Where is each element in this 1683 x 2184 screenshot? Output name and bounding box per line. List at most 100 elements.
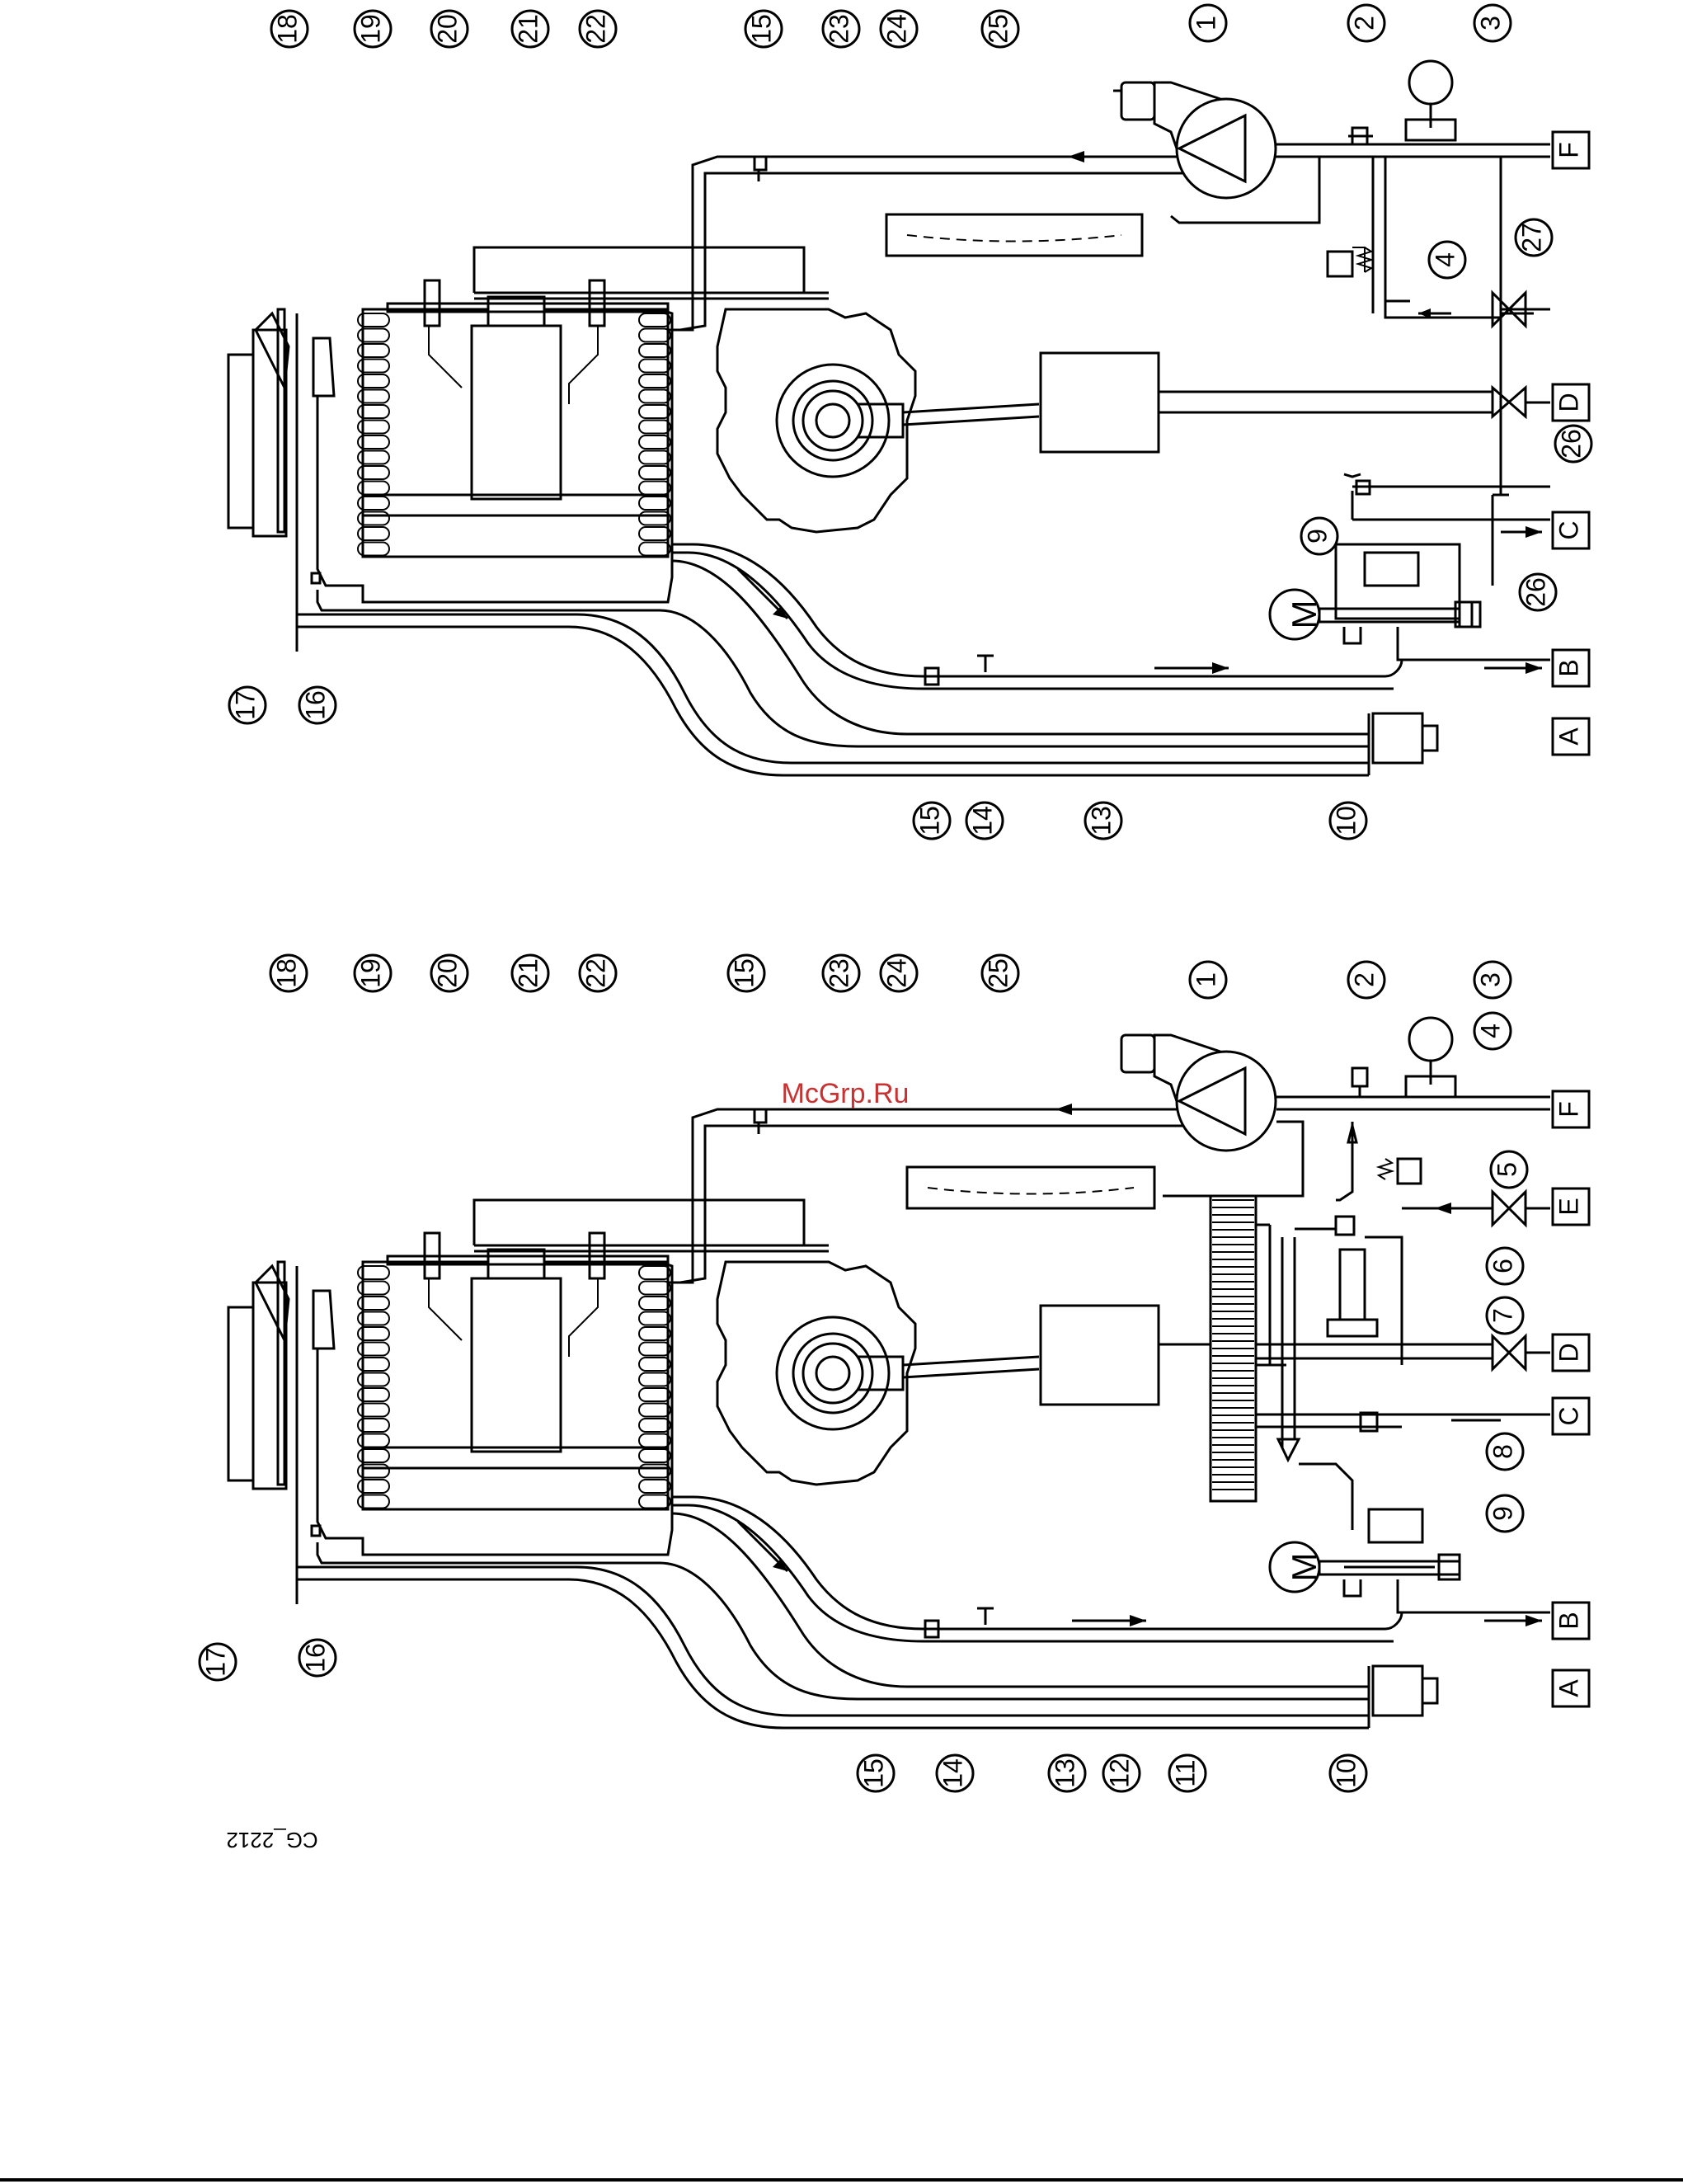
bottom-callout-10: 10 [1330,1755,1366,1791]
callout-number: 15 [914,806,944,835]
callout-number: 14 [938,1758,967,1788]
coil-turn [639,1449,670,1462]
bottom-callout-9: 9 [1487,1495,1523,1532]
bottom-callout-21: 21 [512,955,548,991]
callout-number: 6 [1488,1259,1517,1273]
callout-number: 19 [355,14,385,44]
top-callout-19: 19 [355,11,391,47]
callout-number: 15 [729,958,759,988]
coil-turn [639,344,670,357]
port-letter: D [1554,1343,1583,1362]
port-letter: D [1554,393,1583,412]
bottom-port-D: D [1553,1334,1589,1371]
bottom-callout-12: 12 [1103,1755,1140,1791]
top-callout-22: 22 [580,11,616,47]
coil-turn [639,1419,670,1432]
port-letter: B [1554,659,1583,676]
port-letter: F [1554,142,1583,158]
bottom-port-E: E [1553,1188,1589,1225]
callout-number: 9 [1488,1506,1517,1521]
callout-number: 1 [1191,972,1220,987]
callout-number: 18 [271,958,301,988]
top-callout-2: 2 [1348,5,1384,41]
bottom-port-C: C [1553,1398,1589,1434]
coil-turn [639,1388,670,1401]
callout-number: 10 [1331,806,1361,835]
top-callout-25: 25 [982,11,1018,47]
callout-number: 11 [1170,1759,1200,1786]
port-letter: C [1554,520,1583,539]
callout-number: 22 [581,14,610,44]
bottom-callout-8: 8 [1487,1433,1523,1470]
coil-turn [639,405,670,418]
coil-turn [639,512,670,525]
heat-exchanger [317,280,672,602]
top-callout-14: 14 [966,803,1003,839]
coil-turn [639,435,670,449]
coil-turn [639,451,670,464]
top-callout-13: 13 [1085,803,1121,839]
bottom-callout-16: 16 [299,1640,336,1676]
callout-number: 10 [1331,1758,1361,1788]
bottom-callout-23: 23 [823,955,859,991]
callout-number: 21 [513,14,543,44]
callout-number: 17 [200,1647,230,1677]
coil-turn [639,1327,670,1340]
bottom-callout-1: 1 [1190,962,1226,998]
callout-number: 27 [1516,223,1546,252]
top-port-A: A [1553,718,1589,755]
heat-exchanger [317,1233,672,1555]
coil-turn [639,482,670,495]
bottom-callout-11: 11 [1169,1755,1206,1791]
port-labels: FDCBAFEDCBA [1553,132,1589,1706]
coil-turn [639,1404,670,1417]
top-port-F: F [1553,132,1589,168]
top-port-D: D [1553,384,1589,421]
callout-number: 22 [581,958,610,988]
top-callout-15: 15 [745,11,782,47]
coil-turn [639,1297,670,1310]
top-callout-24: 24 [881,11,917,47]
coil-turn [639,313,670,327]
top-callout-3: 3 [1474,5,1511,41]
callout-number: 15 [746,14,776,44]
motor-label-bottom: M [1285,1553,1323,1582]
coil-turn [639,1312,670,1325]
combustion-fan [717,1262,1039,1485]
bottom-callout-5: 5 [1491,1151,1527,1188]
coil-turn [639,1434,670,1447]
top-callout-21: 21 [512,11,548,47]
callout-number: 2 [1349,972,1379,987]
combustion-fan [717,309,1039,532]
port-letter: A [1554,1679,1583,1697]
callout-number: 15 [858,1758,888,1788]
callout-number: 16 [300,1643,330,1673]
callout-number: 9 [1302,529,1332,544]
callout-number: 7 [1488,1308,1517,1323]
top-port-B: B [1553,650,1589,686]
callout-number: 23 [824,958,853,988]
top-callout-26: 26 [1555,426,1591,462]
top-callout-9: 9 [1301,518,1337,554]
callout-number: 26 [1556,429,1586,459]
bottom-callout-22: 22 [580,955,616,991]
bottom-callout-14: 14 [937,1755,973,1791]
bottom-callout-15: 15 [858,1755,894,1791]
callout-number: 5 [1492,1162,1521,1177]
top-callout-10: 10 [1330,803,1366,839]
coil-turn [639,421,670,434]
callout-number: 3 [1475,972,1505,987]
callout-number: 14 [967,806,997,835]
coil-turn [639,1465,670,1478]
coil-turn [639,1358,670,1371]
callout-number: 12 [1104,1758,1134,1788]
figure-id: CG_2212 [226,1828,317,1852]
coil-turn [639,1373,670,1386]
callout-number: 3 [1475,16,1505,31]
port-letter: E [1554,1198,1583,1215]
coil-turn [639,1343,670,1356]
bottom-callout-24: 24 [881,955,917,991]
bottom-callout-19: 19 [355,955,391,991]
bottom-port-A: A [1553,1670,1589,1706]
